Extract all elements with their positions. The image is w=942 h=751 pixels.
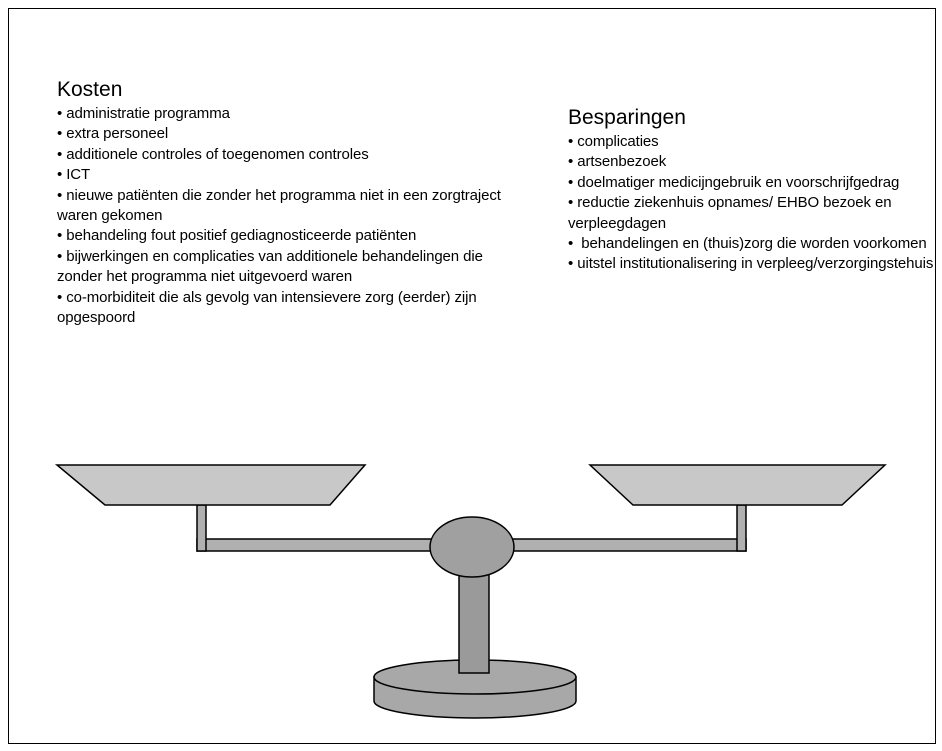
costs-item: ICT (57, 165, 527, 185)
savings-item: behandelingen en (thuis)zorg die worden … (568, 234, 940, 254)
costs-item: administratie programma (57, 104, 527, 124)
scale-right-support (736, 504, 747, 552)
costs-column: Kosten administratie programma extra per… (57, 78, 527, 328)
scale-left-pan (54, 464, 367, 506)
savings-item: uitstel institutionalisering in verpleeg… (568, 254, 940, 274)
scale-hub (429, 516, 515, 578)
savings-column: Besparingen complicaties artsenbezoek do… (568, 106, 940, 275)
scale-left-support (196, 504, 207, 552)
savings-item: complicaties (568, 132, 940, 152)
savings-title: Besparingen (568, 106, 686, 129)
savings-item: doelmatiger medicijngebruik en voorschri… (568, 173, 940, 193)
costs-title: Kosten (57, 78, 123, 101)
savings-item: artsenbezoek (568, 152, 940, 172)
costs-item: extra personeel (57, 124, 527, 144)
costs-item: additionele controles of toegenomen cont… (57, 145, 527, 165)
costs-item: co-morbiditeit die als gevolg van intens… (57, 288, 527, 329)
costs-item: nieuwe patiënten die zonder het programm… (57, 186, 527, 227)
costs-item: behandeling fout positief gediagnosticee… (57, 226, 527, 246)
savings-list: complicaties artsenbezoek doelmatiger me… (568, 132, 940, 275)
costs-list: administratie programma extra personeel … (57, 104, 527, 328)
scale-right-pan (588, 464, 887, 506)
savings-item: reductie ziekenhuis opnames/ EHBO bezoek… (568, 193, 940, 234)
scale-column (458, 566, 490, 674)
costs-item: bijwerkingen en complicaties van additio… (57, 247, 527, 288)
